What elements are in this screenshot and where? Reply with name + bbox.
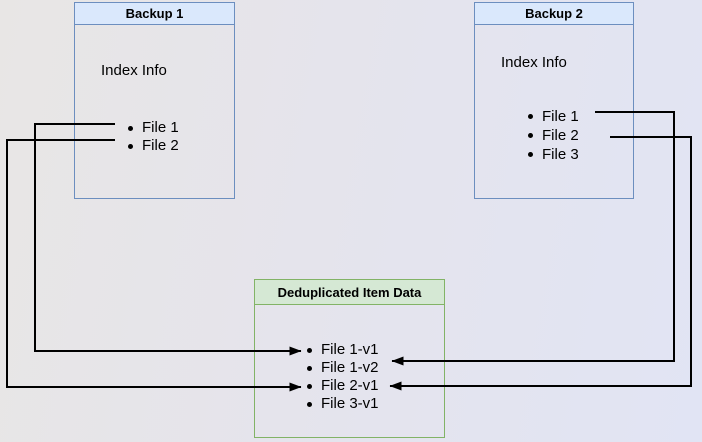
list-item: File 3-v1 <box>306 395 379 413</box>
list-item: File 1 <box>527 107 579 126</box>
backup1-box: Backup 1 Index Info File 1 File 2 <box>74 2 235 199</box>
list-item: File 3 <box>527 145 579 164</box>
backup1-title: Backup 1 <box>75 3 234 25</box>
list-item: File 1 <box>127 119 179 137</box>
backup2-index-info-label: Index Info <box>501 54 567 71</box>
backup1-file-list: File 1 File 2 <box>127 119 179 155</box>
dedup-box: Deduplicated Item Data File 1-v1 File 1-… <box>254 279 445 438</box>
list-item: File 2 <box>527 126 579 145</box>
list-item: File 2-v1 <box>306 377 379 395</box>
list-item: File 1-v2 <box>306 359 379 377</box>
backup1-index-info-label: Index Info <box>101 62 167 79</box>
backup2-box: Backup 2 Index Info File 1 File 2 File 3 <box>474 2 634 199</box>
dedup-item-list: File 1-v1 File 1-v2 File 2-v1 File 3-v1 <box>306 341 379 413</box>
backup2-file-list: File 1 File 2 File 3 <box>527 107 579 164</box>
backup2-title: Backup 2 <box>475 3 633 25</box>
dedup-title: Deduplicated Item Data <box>255 280 444 305</box>
list-item: File 1-v1 <box>306 341 379 359</box>
list-item: File 2 <box>127 137 179 155</box>
